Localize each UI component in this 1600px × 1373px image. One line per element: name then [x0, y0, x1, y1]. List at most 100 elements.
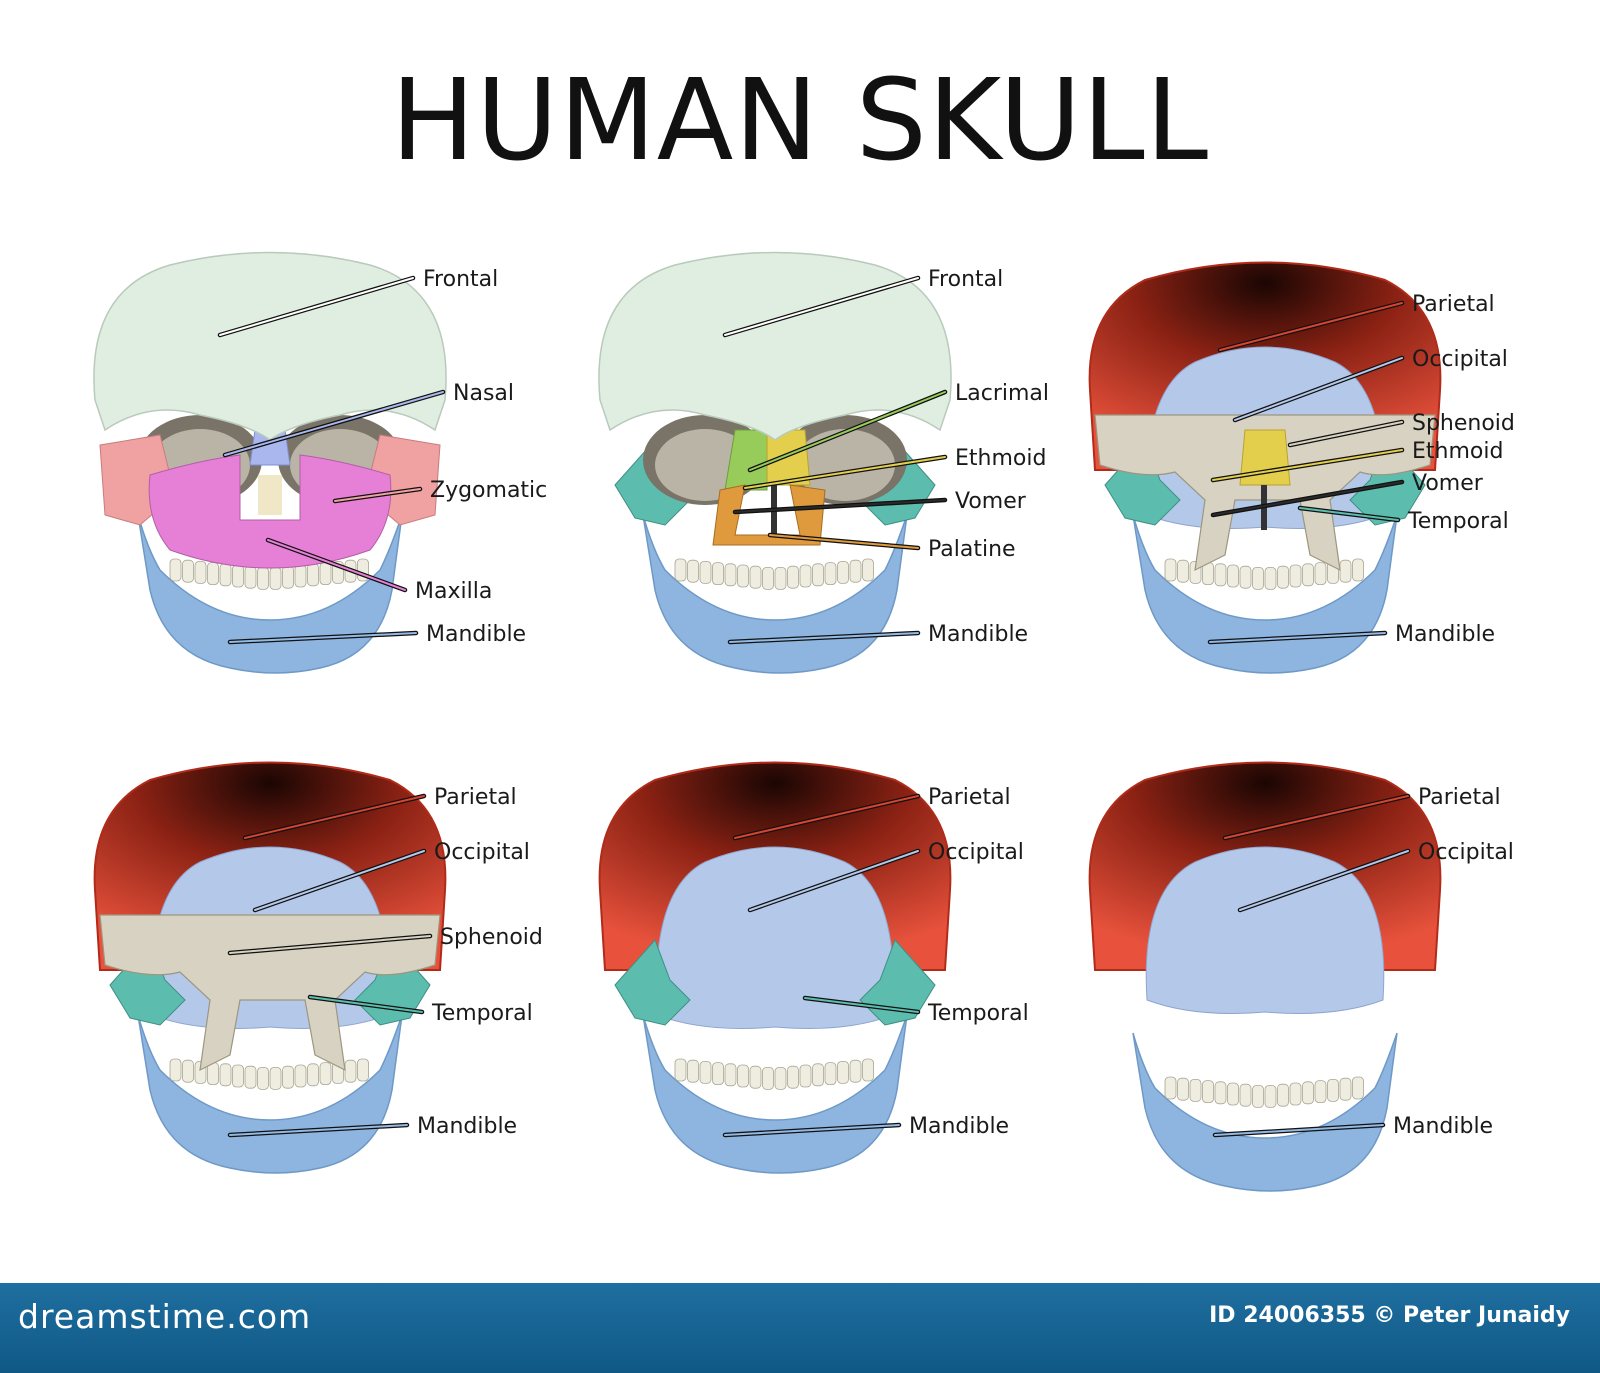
- mandible-bone: [642, 1014, 908, 1174]
- skull-panel: FrontalLacrimalEthmoidVomerPalatineMandi…: [598, 251, 1049, 674]
- tooth: [837, 560, 849, 584]
- tooth: [1252, 566, 1264, 590]
- tooth: [1264, 1084, 1277, 1108]
- tooth: [1352, 558, 1364, 582]
- tooth: [257, 1066, 269, 1090]
- occipital-bone: [1145, 846, 1385, 1014]
- tooth: [232, 1064, 244, 1088]
- tooth: [1277, 1083, 1289, 1107]
- tooth: [307, 563, 319, 587]
- skull-panel: ParietalOccipitalSphenoidTemporalMandibl…: [93, 761, 543, 1174]
- tooth: [862, 1058, 874, 1082]
- label-ethmoid: Ethmoid: [1412, 439, 1503, 464]
- tooth: [824, 1062, 837, 1086]
- label-vomer: Vomer: [955, 489, 1027, 514]
- leader-line: [1219, 302, 1403, 351]
- label-group: ParietalOccipitalSphenoidTemporalMandibl…: [227, 785, 543, 1139]
- leader-line: [749, 850, 919, 911]
- label-occipital: Occipital: [434, 840, 530, 865]
- label-mandible: Mandible: [928, 622, 1028, 647]
- tooth: [762, 1066, 774, 1090]
- label-group: FrontalLacrimalEthmoidVomerPalatineMandi…: [722, 267, 1049, 647]
- tooth: [737, 564, 749, 588]
- frontal-bone: [598, 251, 952, 441]
- label-temporal: Temporal: [927, 1001, 1029, 1026]
- occipital-bone: [655, 846, 895, 1029]
- eye-socket-right-inner: [795, 429, 895, 501]
- tooth: [687, 1059, 699, 1083]
- tooth: [1352, 1076, 1364, 1100]
- tooth: [674, 1058, 687, 1082]
- tooth: [824, 562, 837, 586]
- tooth: [799, 564, 812, 588]
- tooth: [1164, 558, 1177, 582]
- tooth: [257, 566, 269, 590]
- leader-line: [1224, 795, 1409, 839]
- tooth: [319, 562, 332, 586]
- label-mandible: Mandible: [1395, 622, 1495, 647]
- tooth: [219, 563, 232, 587]
- palatine-bone: [712, 484, 826, 546]
- tooth: [1177, 1077, 1189, 1101]
- tooth: [282, 565, 294, 589]
- leader-line: [244, 795, 425, 839]
- tooth: [687, 559, 699, 583]
- leader-line: [724, 277, 919, 336]
- leader-line: [724, 1124, 900, 1136]
- tooth: [1214, 1081, 1227, 1105]
- tooth: [862, 558, 874, 582]
- leader-line: [1209, 632, 1386, 643]
- tooth: [319, 1062, 332, 1086]
- label-occipital: Occipital: [928, 840, 1024, 865]
- tooth: [724, 563, 737, 587]
- tooth: [849, 1059, 862, 1083]
- leader-line: [334, 488, 421, 502]
- footer-bar: dreamstime.com ID 24006355 © Peter Junai…: [0, 1283, 1600, 1373]
- tooth: [207, 562, 219, 586]
- site-logo-text: dreamstime.com: [18, 1297, 312, 1336]
- leader-line: [769, 534, 919, 549]
- label-occipital: Occipital: [1412, 347, 1508, 372]
- temporal-bone-right: [859, 939, 936, 1026]
- label-parietal: Parietal: [1412, 292, 1495, 317]
- tooth: [1289, 1082, 1302, 1106]
- label-palatine: Palatine: [928, 537, 1016, 562]
- tooth: [269, 566, 282, 590]
- leader-line: [804, 997, 919, 1013]
- leader-line: [309, 996, 423, 1013]
- tooth: [812, 563, 824, 587]
- tooth: [1339, 559, 1352, 583]
- label-frontal: Frontal: [928, 267, 1003, 292]
- leader-line: [1234, 357, 1403, 421]
- tooth: [244, 565, 257, 589]
- tooth: [812, 1063, 824, 1087]
- label-group: ParietalOccipitalSphenoidEthmoidVomerTem…: [1207, 292, 1515, 647]
- label-frontal: Frontal: [423, 267, 498, 292]
- tooth: [194, 560, 207, 584]
- tooth: [724, 1063, 737, 1087]
- nasal-cavity: [258, 475, 282, 515]
- tooth: [357, 1058, 369, 1082]
- label-occipital: Occipital: [1418, 840, 1514, 865]
- tooth: [1177, 559, 1189, 583]
- leader-line: [734, 499, 946, 513]
- label-mandible: Mandible: [909, 1114, 1009, 1139]
- leader-line: [1239, 850, 1409, 911]
- label-mandible: Mandible: [417, 1114, 517, 1139]
- tooth: [1264, 566, 1277, 590]
- tooth: [282, 1065, 294, 1089]
- tooth: [674, 558, 687, 582]
- tooth: [1164, 1076, 1177, 1100]
- leader-line: [749, 391, 946, 471]
- tooth: [799, 1064, 812, 1088]
- skull-diagram: FrontalNasalZygomaticMaxillaMandibleFron…: [93, 251, 1515, 1192]
- tooth: [712, 562, 724, 586]
- leader-line: [254, 850, 425, 911]
- label-maxilla: Maxilla: [415, 579, 492, 604]
- vomer-bone: [771, 485, 777, 540]
- tooth: [1239, 565, 1252, 589]
- tooth: [1327, 1078, 1339, 1102]
- leader-line: [229, 935, 431, 954]
- tooth: [699, 1060, 712, 1084]
